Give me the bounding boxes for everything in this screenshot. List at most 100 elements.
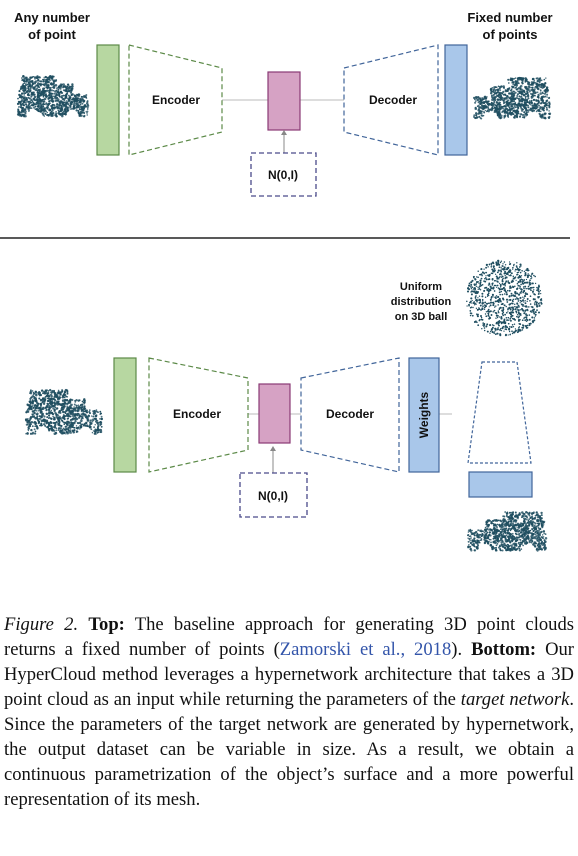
point-cloud-dot <box>470 297 473 300</box>
point-cloud-dot <box>498 92 501 95</box>
point-cloud-dot <box>519 323 522 326</box>
point-cloud-dot <box>27 87 30 90</box>
point-cloud-dot <box>507 527 511 530</box>
point-cloud-dot <box>527 97 530 100</box>
point-cloud-dot <box>498 324 500 327</box>
point-cloud-dot <box>544 82 547 85</box>
top-diagram: Any number of point Fixed number of poin… <box>14 10 553 197</box>
point-cloud-dot <box>532 511 535 514</box>
point-cloud-dot <box>68 424 71 427</box>
point-cloud-dot <box>523 301 525 303</box>
point-cloud-dot <box>547 89 550 92</box>
point-cloud-dot <box>485 105 488 108</box>
point-cloud-dot <box>499 107 502 111</box>
point-cloud-dot <box>499 300 502 302</box>
point-cloud-dot <box>514 106 517 109</box>
point-cloud-dot <box>519 286 521 288</box>
point-cloud-dot <box>539 92 542 95</box>
point-cloud-dot <box>523 512 526 516</box>
point-cloud-dot <box>480 530 483 533</box>
point-cloud-dot <box>89 425 92 429</box>
point-cloud-dot <box>479 536 481 539</box>
point-cloud-dot <box>502 93 506 96</box>
point-cloud-dot <box>518 99 520 102</box>
point-cloud-dot <box>497 314 499 317</box>
point-cloud-dot <box>528 525 530 527</box>
point-cloud-dot <box>514 80 517 83</box>
point-cloud-dot <box>96 410 98 413</box>
point-cloud-dot <box>524 292 527 295</box>
point-cloud-dot <box>35 404 39 408</box>
point-cloud-dot <box>498 533 501 536</box>
point-cloud-dot <box>510 292 513 295</box>
point-cloud-dot <box>526 326 529 329</box>
point-cloud-dot <box>489 298 492 301</box>
point-cloud-dot <box>518 115 522 118</box>
point-cloud-dot <box>488 538 491 541</box>
point-cloud-dot <box>57 429 60 432</box>
point-cloud-dot <box>29 87 32 90</box>
point-cloud-dot <box>498 312 500 314</box>
point-cloud-dot <box>528 512 531 515</box>
point-cloud-dot <box>527 287 530 290</box>
point-cloud-dot <box>528 284 531 286</box>
point-cloud-dot <box>467 531 470 533</box>
point-cloud-dot <box>515 279 517 281</box>
point-cloud-dot <box>99 422 103 426</box>
point-cloud-dot <box>95 414 98 417</box>
point-cloud-dot <box>491 301 494 304</box>
point-cloud-dot <box>484 539 487 543</box>
point-cloud-dot <box>520 300 523 303</box>
point-cloud-dot <box>505 276 508 279</box>
point-cloud-dot <box>71 429 75 433</box>
point-cloud-dot <box>480 114 483 117</box>
point-cloud-dot <box>20 99 23 102</box>
point-cloud-dot <box>531 524 534 528</box>
point-cloud-dot <box>509 78 512 81</box>
point-cloud-dot <box>522 296 524 298</box>
point-cloud-dot <box>515 524 518 527</box>
point-cloud-dot <box>65 94 68 96</box>
point-cloud-dot <box>480 106 483 110</box>
point-cloud-dot <box>519 531 523 534</box>
point-cloud-dot <box>510 294 513 297</box>
point-cloud-dot <box>512 331 515 334</box>
point-cloud-dot <box>100 415 103 418</box>
point-cloud-dot <box>522 108 525 111</box>
point-cloud-dot <box>500 266 502 268</box>
point-cloud-dot <box>499 86 502 89</box>
point-cloud-dot <box>525 79 528 82</box>
point-cloud-dot <box>500 274 503 276</box>
point-cloud-dot <box>523 526 526 530</box>
point-cloud-dot <box>64 388 68 392</box>
citation-link[interactable]: Zamorski et al., 2018 <box>279 639 452 660</box>
point-cloud-dot <box>543 520 546 523</box>
point-cloud-dot <box>89 424 91 426</box>
point-cloud-dot <box>540 96 543 99</box>
point-cloud-dot <box>521 269 523 272</box>
point-cloud-dot <box>83 406 86 408</box>
point-cloud-dot <box>518 545 521 548</box>
point-cloud-dot <box>54 106 57 109</box>
point-cloud-dot <box>29 94 31 97</box>
point-cloud-dot <box>66 420 69 423</box>
point-cloud-dot <box>499 528 502 530</box>
point-cloud-dot <box>535 301 538 304</box>
point-cloud-dot <box>50 115 53 117</box>
point-cloud-dot <box>537 96 540 99</box>
point-cloud-dot <box>474 297 477 299</box>
point-cloud-dot <box>521 279 524 281</box>
point-cloud-dot <box>75 109 78 112</box>
point-cloud-dot <box>544 85 547 87</box>
point-cloud-dot <box>96 432 99 434</box>
point-cloud-dot <box>519 296 522 299</box>
point-cloud-dot <box>501 528 504 531</box>
point-cloud-dot <box>493 332 496 334</box>
point-cloud-dot <box>485 315 488 318</box>
point-cloud-dot <box>500 260 503 262</box>
target-network-trapezoid <box>467 361 532 464</box>
point-cloud-dot <box>533 312 536 315</box>
point-cloud-dot <box>508 271 511 274</box>
point-cloud-dot <box>58 403 61 405</box>
point-cloud-dot <box>79 110 82 113</box>
